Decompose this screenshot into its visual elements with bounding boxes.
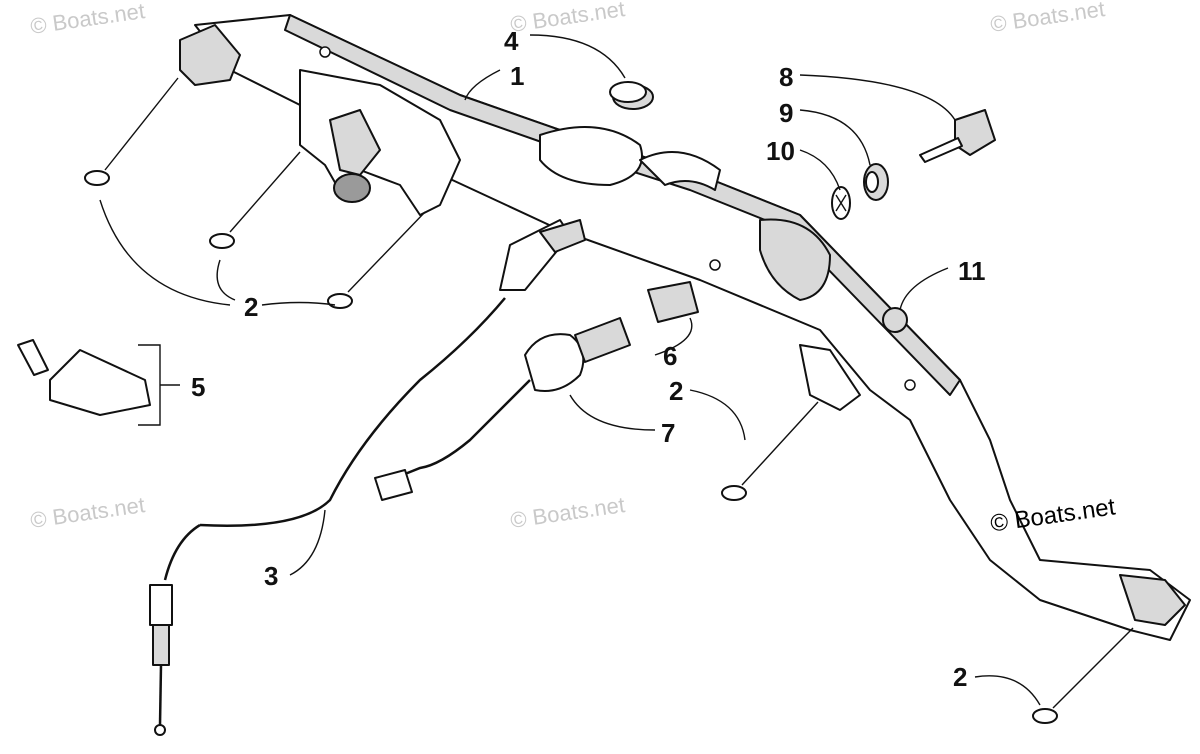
callout-2-center: 2 [669,376,683,406]
screw-center [721,401,819,501]
callout-3: 3 [264,561,278,591]
callout-10: 10 [766,136,795,166]
bracket-part [17,339,180,426]
callout-4: 4 [504,26,519,56]
callout-8: 8 [779,62,793,92]
key-part [919,109,996,163]
callout-7: 7 [661,418,675,448]
screw-mid-left [209,151,301,249]
callout-leaders [99,34,1041,706]
cable-assembly [149,219,586,736]
callout-6: 6 [663,341,677,371]
connector-part [647,281,699,323]
cap-part [609,81,654,110]
console-panel [179,14,1191,641]
nut-part [863,163,889,201]
washer-part [831,186,851,220]
screw-bottom-right [1032,627,1134,724]
callout-11: 11 [958,256,986,286]
screw-top-left [84,77,179,186]
callout-9: 9 [779,98,793,128]
ignition-switch [374,317,631,501]
callout-2-left: 2 [244,292,258,322]
callout-2-right: 2 [953,662,967,692]
callout-1: 1 [510,61,524,91]
plug-part [882,307,908,333]
screw-mid-right [327,211,426,309]
callout-5: 5 [191,372,205,402]
